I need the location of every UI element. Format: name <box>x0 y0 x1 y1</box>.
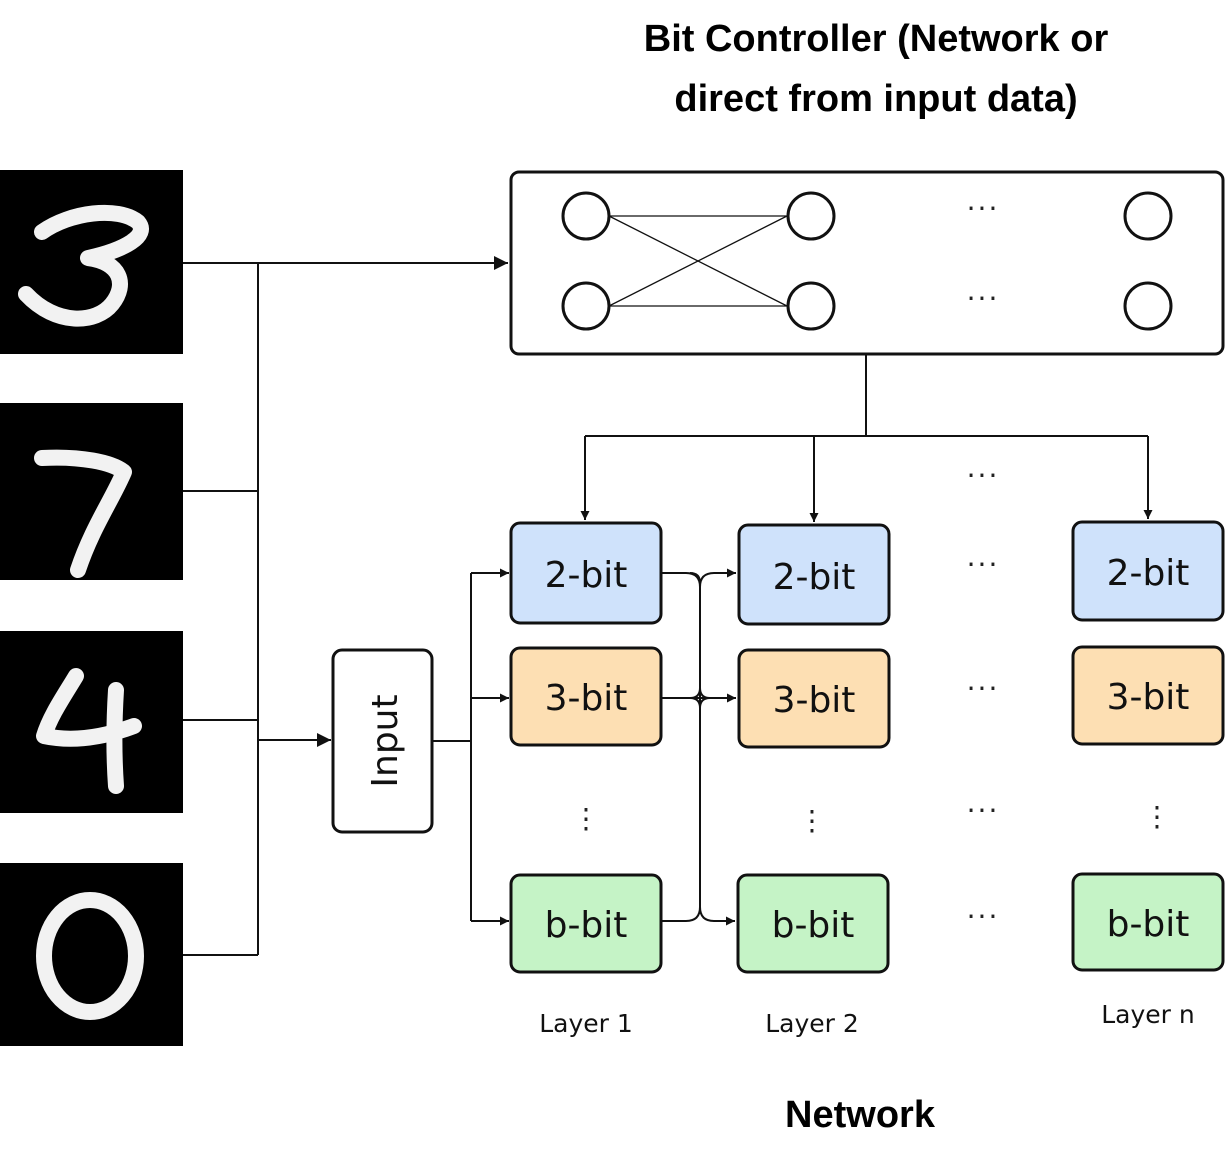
controller-connectors <box>580 354 1153 522</box>
controller-node <box>786 191 836 241</box>
input-connectors <box>183 256 508 956</box>
bit-box-label: b-bit <box>1107 904 1190 945</box>
digit-image-0 <box>0 863 183 1046</box>
bit-box-label: 2-bit <box>773 557 856 598</box>
bit-box-2bit <box>1071 520 1225 622</box>
title-line-2: direct from input data) <box>674 78 1077 120</box>
bit-box-bbit <box>1071 872 1225 972</box>
controller-node <box>786 281 836 331</box>
controller-ellipsis: ··· <box>967 192 1000 225</box>
controller-node <box>1123 281 1173 331</box>
bit-box-label: 3-bit <box>545 678 628 719</box>
bit-box-bbit <box>509 873 663 974</box>
bit-box-label: 3-bit <box>773 680 856 721</box>
bit-box-label: 2-bit <box>1107 553 1190 594</box>
row-ellipsis: ··· <box>967 548 1000 581</box>
bit-box-label: b-bit <box>772 905 855 946</box>
bit-box-3bit <box>1071 645 1225 746</box>
controller-node <box>561 281 611 331</box>
layer-label: Layer 2 <box>765 1009 859 1038</box>
bit-box-label: b-bit <box>545 905 628 946</box>
vertical-ellipsis: ⋮ <box>798 804 826 837</box>
layer-2-column: 2-bit 3-bit ⋮ b-bit Layer 2 <box>736 523 891 1038</box>
controller-node <box>1123 191 1173 241</box>
layer-n-column: 2-bit 3-bit ⋮ b-bit Layer n <box>1071 520 1225 1029</box>
vertical-ellipsis: ⋮ <box>1143 800 1171 833</box>
digit-image-4 <box>0 631 183 813</box>
bit-box-label: 3-bit <box>1107 677 1190 718</box>
title-line-1: Bit Controller (Network or <box>644 18 1109 60</box>
bit-box-2bit <box>509 521 663 625</box>
digit-image-7 <box>0 403 183 580</box>
row-ellipsis: ··· <box>967 900 1000 933</box>
vertical-ellipsis: ⋮ <box>572 802 600 835</box>
bit-box-2bit <box>737 523 891 626</box>
input-label: Input <box>365 694 406 787</box>
layer1-to-layer2 <box>661 568 736 926</box>
controller-branch-ellipsis: ··· <box>967 459 1000 492</box>
bit-box-bbit <box>736 873 890 974</box>
row-ellipsis: ··· <box>967 794 1000 827</box>
layer-label: Layer n <box>1101 1000 1195 1029</box>
input-to-layer1 <box>432 568 509 926</box>
bit-controller: ··· ··· <box>509 170 1225 356</box>
digit-image-3 <box>0 170 183 354</box>
bit-box-3bit <box>509 646 663 747</box>
input-block: Input <box>331 648 434 834</box>
network-label: Network <box>785 1094 936 1136</box>
layer-1-column: 2-bit 3-bit ⋮ b-bit Layer 1 <box>509 521 663 1038</box>
row-ellipsis: ··· <box>967 672 1000 705</box>
bit-box-3bit <box>737 648 891 749</box>
controller-ellipsis: ··· <box>967 282 1000 315</box>
bit-box-label: 2-bit <box>545 555 628 596</box>
layer-label: Layer 1 <box>539 1009 633 1038</box>
controller-node <box>561 191 611 241</box>
